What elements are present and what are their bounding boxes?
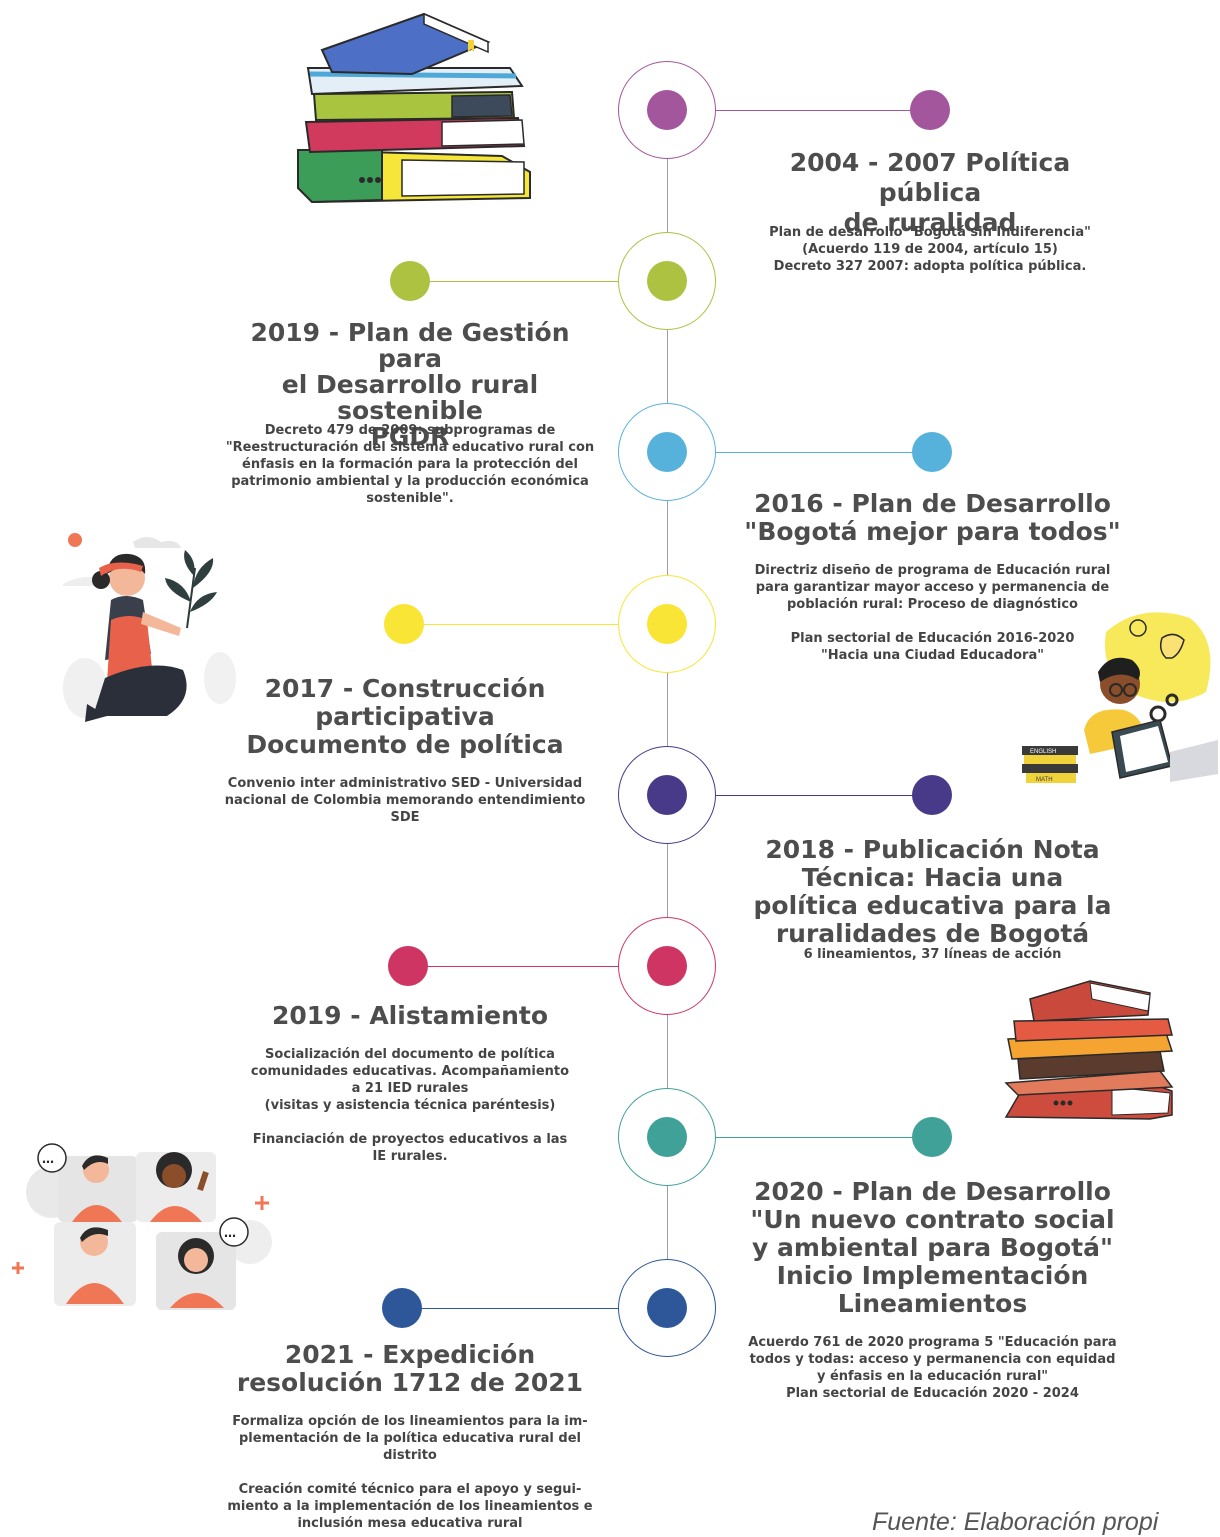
event-title-2004: 2004 - 2007 Política pública de ruralida…	[789, 148, 1071, 237]
timeline-node-dot-4	[647, 604, 687, 644]
timeline-node-ring-7	[618, 1088, 716, 1186]
event-title-2017: 2017 - Construcción participativa Docume…	[246, 674, 564, 759]
svg-text:…: …	[42, 1152, 54, 1166]
event-description-2021: Formaliza opción de los lineamientos par…	[227, 1414, 593, 1531]
connector-line-8	[402, 1308, 618, 1309]
timeline-node-dot-6	[647, 946, 687, 986]
event-description-2019-pgdr: Decreto 479 de 2009: subprogramas de "Re…	[225, 423, 595, 506]
event-title-2018: 2018 - Publicación Nota Técnica: Hacia u…	[753, 835, 1112, 948]
event-description-2018: 6 lineamientos, 37 líneas de acción	[803, 947, 1062, 962]
team-puzzle-illustration: … …	[12, 1143, 272, 1310]
timeline-end-dot-4	[384, 604, 424, 644]
connector-line-4	[404, 624, 618, 625]
book-label-math: MATH	[1036, 777, 1053, 783]
event-title-2021: 2021 - Expedición resolución 1712 de 202…	[236, 1340, 584, 1397]
timeline-node-dot-3	[647, 432, 687, 472]
event-description-2020: Acuerdo 761 de 2020 programa 5 "Educació…	[748, 1335, 1117, 1401]
books-stack-top-icon	[296, 12, 531, 204]
connector-line-5	[716, 795, 932, 796]
timeline-node-dot-5	[647, 775, 687, 815]
event-description-2004: Plan de desarrollo "Bogotá sin Indiferen…	[769, 225, 1091, 274]
event-description-2019-alistamiento: Socialización del documento de política …	[250, 1047, 570, 1164]
connector-line-7	[716, 1137, 932, 1138]
event-title-2020: 2020 - Plan de Desarrollo "Un nuevo cont…	[750, 1177, 1115, 1318]
timeline-end-dot-6	[388, 946, 428, 986]
timeline-node-dot-1	[647, 90, 687, 130]
event-description-2017: Convenio inter administrativo SED - Univ…	[224, 776, 586, 825]
source-caption: Fuente: Elaboración propi	[872, 1508, 1159, 1536]
timeline-end-dot-2	[390, 261, 430, 301]
books-stack-right-icon	[1004, 980, 1174, 1120]
timeline-node-dot-7	[647, 1117, 687, 1157]
boy-reading-illustration: ENGLISH MATH	[1022, 612, 1218, 783]
connector-line-1	[716, 110, 930, 111]
connector-line-3	[716, 452, 932, 453]
svg-text:…: …	[224, 1226, 236, 1240]
woman-plant-illustration	[63, 533, 236, 722]
event-description-2016: Directriz diseño de programa de Educació…	[754, 563, 1111, 663]
timeline-spine	[667, 110, 668, 1308]
connector-line-2	[410, 281, 618, 282]
timeline-node-dot-8	[647, 1288, 687, 1328]
timeline-end-dot-8	[382, 1288, 422, 1328]
event-title-2019-pgdr: 2019 - Plan de Gestión para el Desarroll…	[250, 318, 570, 451]
timeline-end-dot-3	[912, 432, 952, 472]
event-title-2019-alistamiento: 2019 - Alistamiento	[271, 1001, 549, 1030]
event-title-2016: 2016 - Plan de Desarrollo "Bogotá mejor …	[744, 489, 1121, 546]
timeline-node-dot-2	[647, 261, 687, 301]
timeline-end-dot-1	[910, 90, 950, 130]
connector-line-6	[408, 966, 618, 967]
book-label-english: ENGLISH	[1030, 749, 1056, 755]
timeline-end-dot-7	[912, 1117, 952, 1157]
timeline-end-dot-5	[912, 775, 952, 815]
